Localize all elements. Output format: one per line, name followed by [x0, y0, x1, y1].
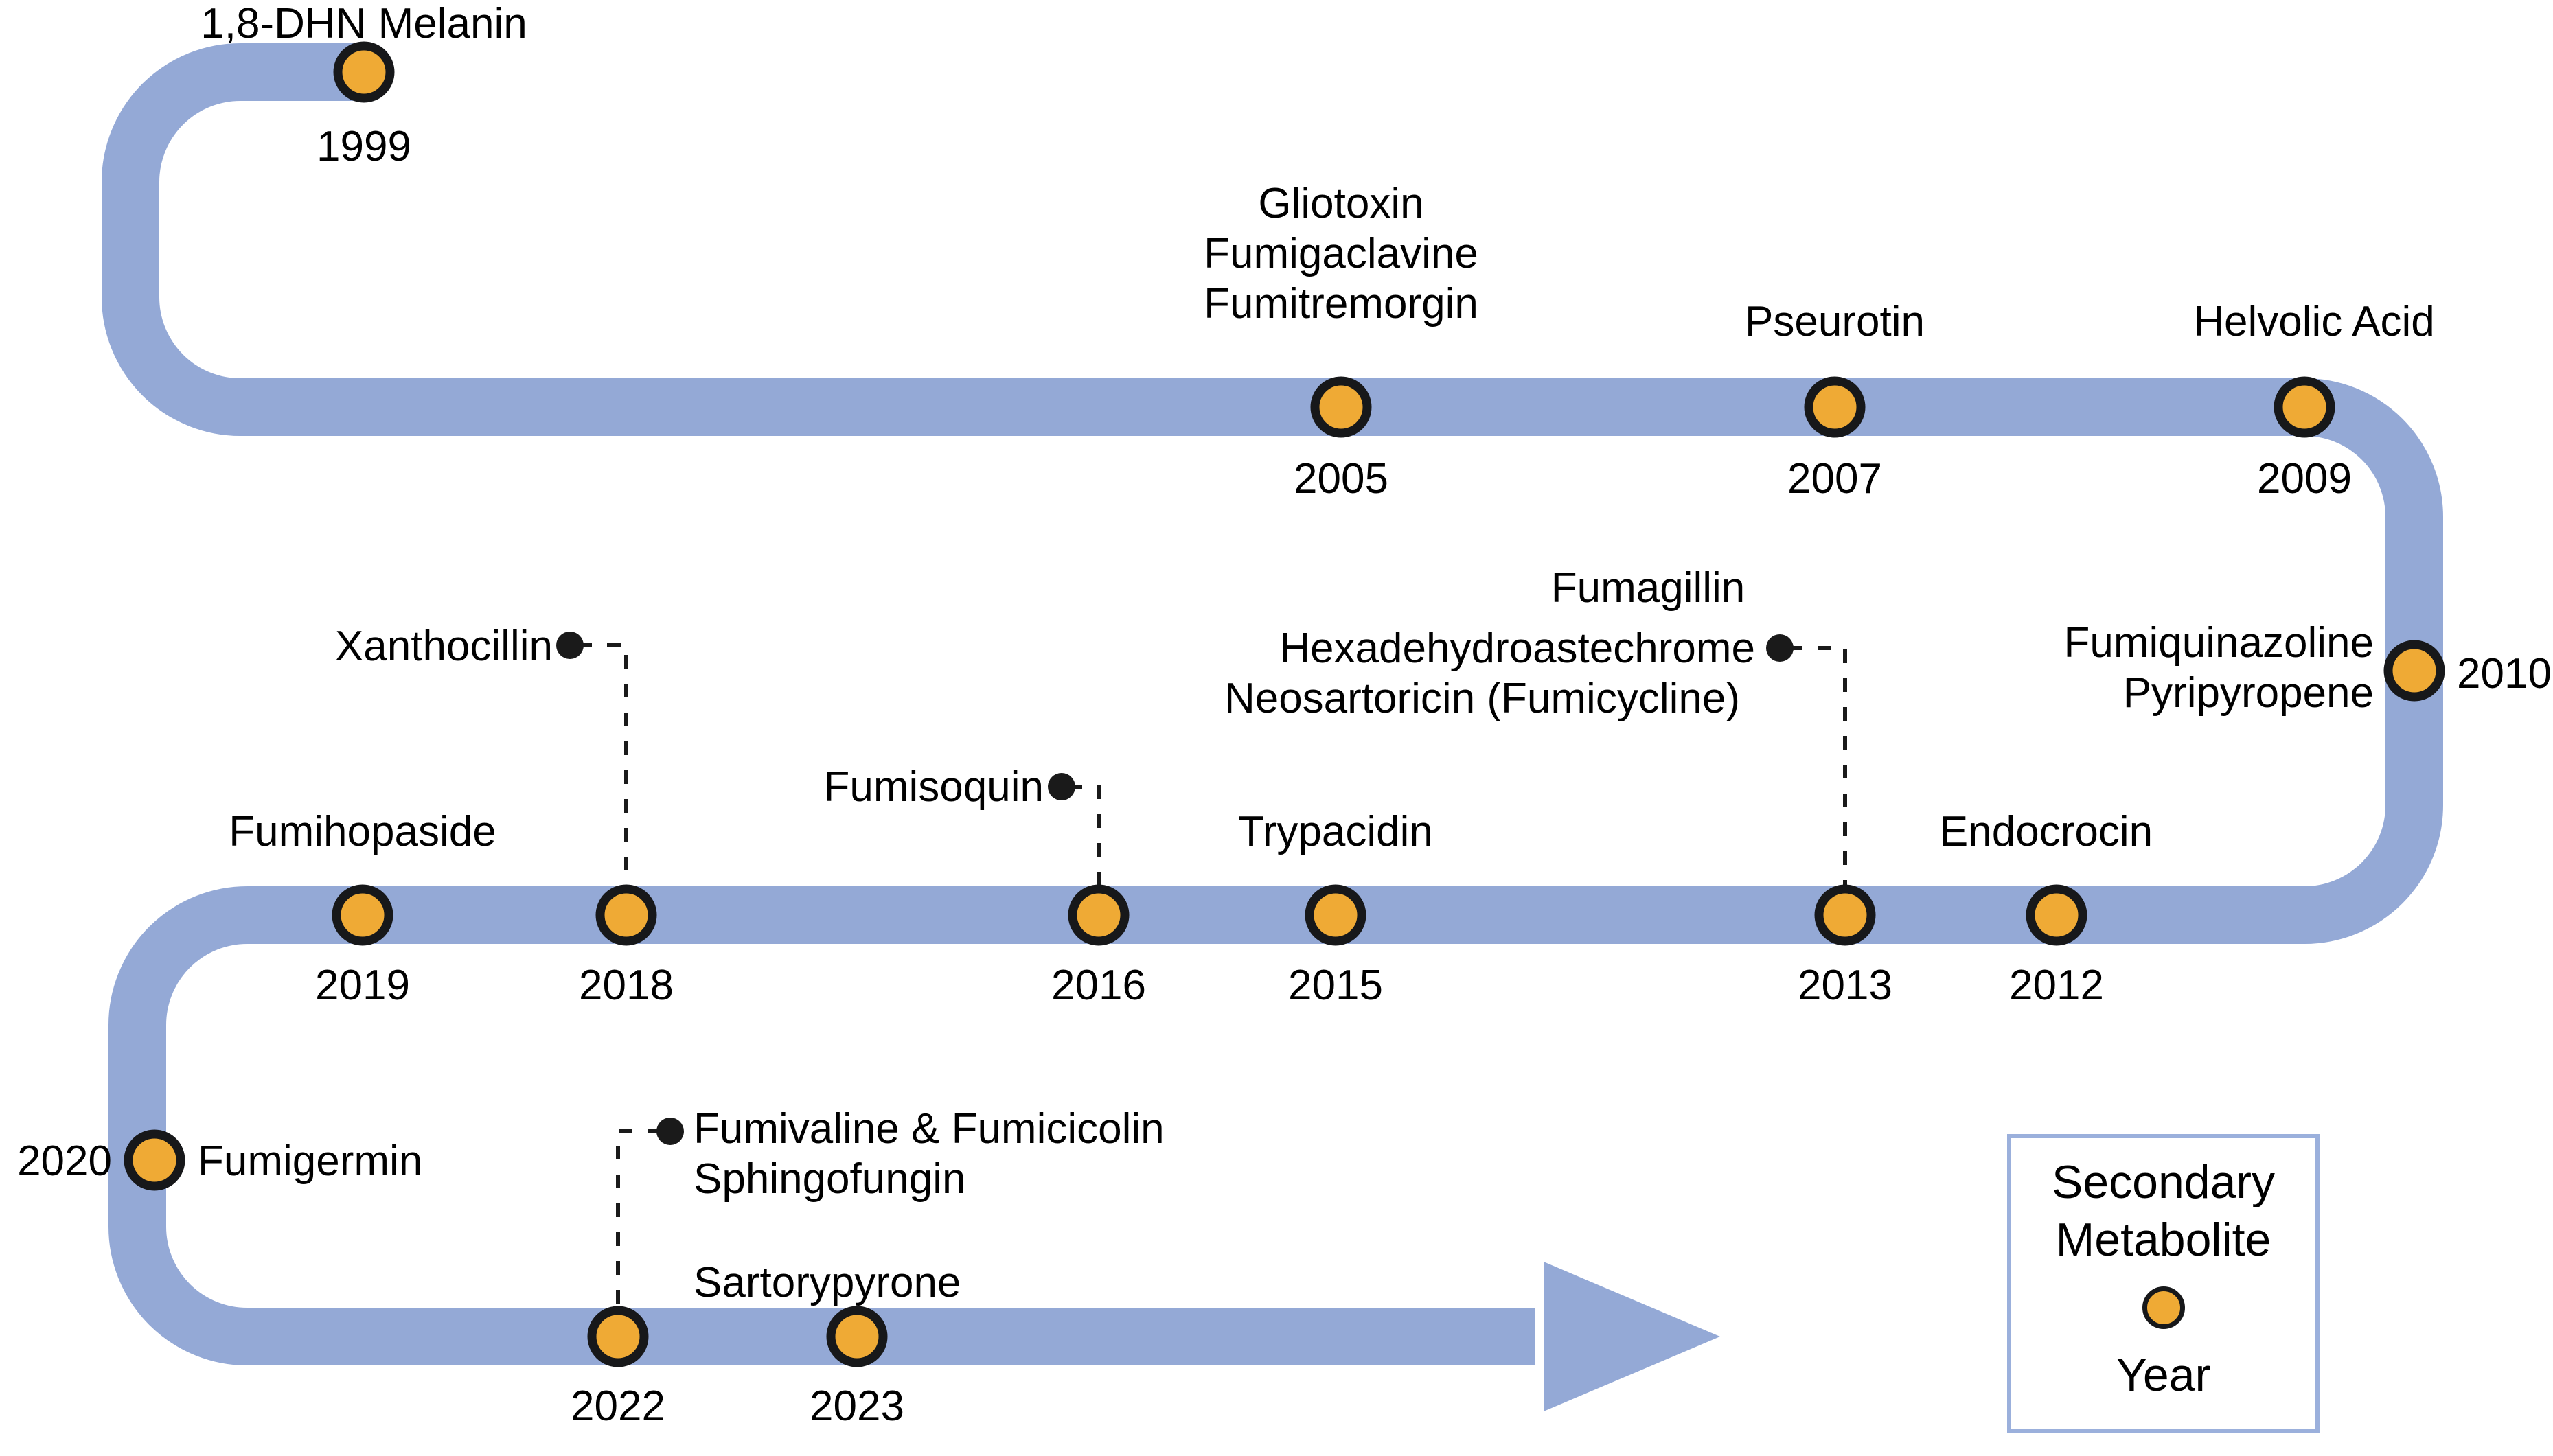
- marker-2023: [826, 1306, 888, 1367]
- label-endocrocin: Endocrocin: [1939, 808, 2153, 855]
- legend-box: Secondary Metabolite Year: [2007, 1134, 2320, 1433]
- connector-dot-fumagillin: [1766, 634, 1794, 662]
- label-fumisoquin: Fumisoquin: [823, 763, 1044, 811]
- marker-2013: [1814, 884, 1876, 946]
- label-sartorypyrone: Sartorypyrone: [694, 1259, 961, 1306]
- connector-fumisoquin: [1068, 785, 1101, 886]
- label-fumivaline-fumicicolin: Fumivaline & Fumicicolin: [694, 1105, 1165, 1153]
- label-hexadehydroastechrome: Hexadehydroastechrome: [1279, 625, 1755, 672]
- marker-2019: [332, 884, 393, 946]
- label-fumigermin: Fumigermin: [198, 1137, 423, 1185]
- marker-2015: [1305, 884, 1366, 946]
- connector-fumivaline: [616, 1129, 661, 1308]
- label-gliotoxin: Gliotoxin: [1258, 180, 1424, 227]
- year-2022: 2022: [571, 1383, 665, 1430]
- legend-line-2: Metabolite: [2055, 1214, 2271, 1266]
- marker-2016: [1068, 884, 1130, 946]
- label-fumiquinazoline: Fumiquinazoline: [2063, 619, 2374, 667]
- year-2023: 2023: [810, 1383, 904, 1430]
- label-sphingofungin: Sphingofungin: [694, 1155, 966, 1203]
- label-dhn-melanin: 1,8-DHN Melanin: [201, 0, 527, 47]
- connector-dot-xanthocillin: [556, 632, 584, 659]
- marker-2022: [587, 1306, 649, 1367]
- year-2013: 2013: [1798, 962, 1892, 1009]
- marker-1999: [333, 41, 395, 103]
- marker-2012: [2026, 884, 2087, 946]
- connector-xanthocillin: [578, 643, 628, 886]
- label-fumihopaside: Fumihopaside: [229, 808, 496, 855]
- year-1999: 1999: [317, 123, 411, 170]
- marker-2009: [2274, 376, 2335, 438]
- connector-fumagillin: [1789, 646, 1847, 886]
- ribbon-elbow-row1-row2: [2129, 378, 2443, 944]
- legend-line-1: Secondary: [2051, 1156, 2276, 1208]
- year-2015: 2015: [1288, 962, 1383, 1009]
- orange-circle-marker-icon: [2142, 1286, 2185, 1329]
- label-fumigaclavine: Fumigaclavine: [1204, 230, 1478, 277]
- label-xanthocillin: Xanthocillin: [334, 623, 553, 670]
- legend-year-label: Year: [2116, 1349, 2211, 1401]
- marker-2018: [595, 884, 657, 946]
- ribbon-elbow-row2-row3: [108, 886, 385, 1365]
- label-helvolic-acid: Helvolic Acid: [2193, 298, 2435, 345]
- year-2019: 2019: [315, 962, 410, 1009]
- ribbon-elbow-top-left: [102, 43, 357, 436]
- label-pyripyropene: Pyripyropene: [2122, 669, 2374, 717]
- marker-2020: [124, 1129, 185, 1191]
- marker-2007: [1804, 376, 1866, 438]
- label-fumitremorgin: Fumitremorgin: [1204, 280, 1478, 327]
- marker-2010: [2383, 640, 2445, 702]
- label-neosartoricin: Neosartoricin (Fumicycline): [1224, 675, 1740, 722]
- year-2007: 2007: [1787, 455, 1882, 502]
- year-2009: 2009: [2257, 455, 2352, 502]
- year-2020: 2020: [17, 1137, 112, 1185]
- connector-dot-fumisoquin: [1048, 773, 1075, 800]
- connector-dot-fumivaline: [656, 1118, 684, 1145]
- year-2016: 2016: [1051, 962, 1146, 1009]
- year-2005: 2005: [1294, 455, 1388, 502]
- label-fumagillin: Fumagillin: [1550, 564, 1745, 612]
- label-trypacidin: Trypacidin: [1238, 808, 1433, 855]
- timeline-arrowhead: [1544, 1262, 1720, 1411]
- year-2010: 2010: [2457, 650, 2552, 697]
- marker-2005: [1310, 376, 1372, 438]
- year-2012: 2012: [2009, 962, 2104, 1009]
- year-2018: 2018: [579, 962, 674, 1009]
- label-pseurotin: Pseurotin: [1745, 298, 1925, 345]
